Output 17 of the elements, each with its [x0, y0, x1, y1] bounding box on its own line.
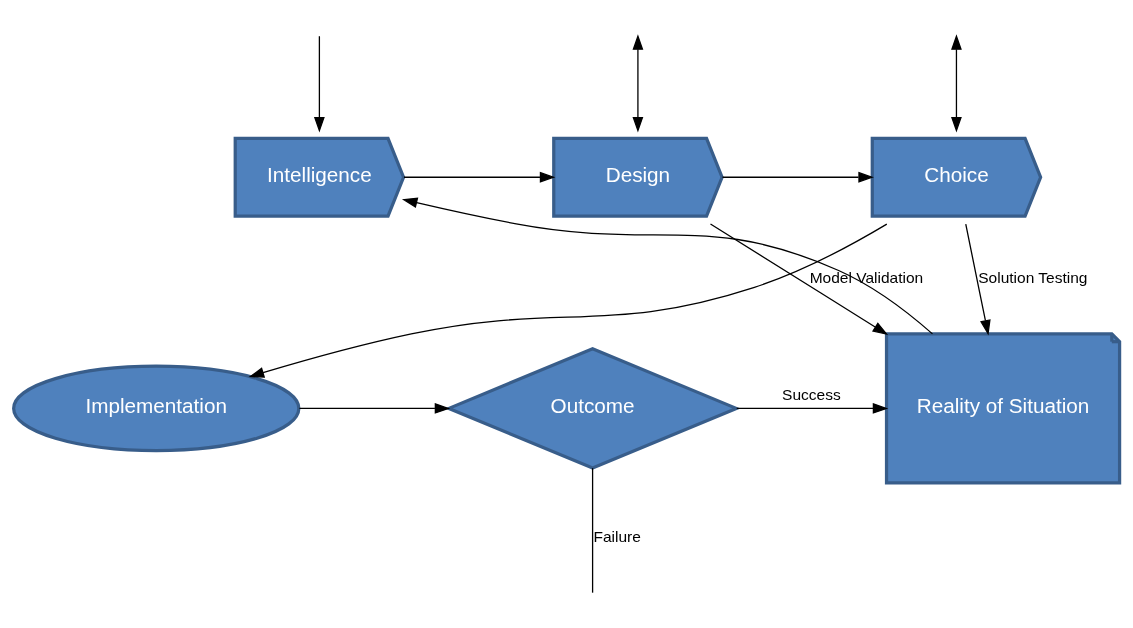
arrow	[709, 222, 889, 335]
arrow	[313, 35, 325, 133]
arrow	[401, 196, 934, 335]
arrow	[736, 402, 889, 414]
edge-label: Success	[782, 385, 841, 403]
arrow	[248, 222, 888, 378]
arrow	[632, 33, 644, 133]
arrow	[403, 171, 556, 183]
edge-label: Model Validation	[809, 268, 924, 286]
arrow	[298, 402, 451, 414]
arrow	[721, 171, 874, 183]
arrow	[965, 223, 991, 335]
node-diamond: Outcome	[444, 346, 741, 470]
edge-label: Solution Testing	[978, 268, 1088, 286]
edge-label: Failure	[593, 527, 641, 545]
connector	[591, 467, 594, 593]
arrow	[951, 33, 962, 133]
